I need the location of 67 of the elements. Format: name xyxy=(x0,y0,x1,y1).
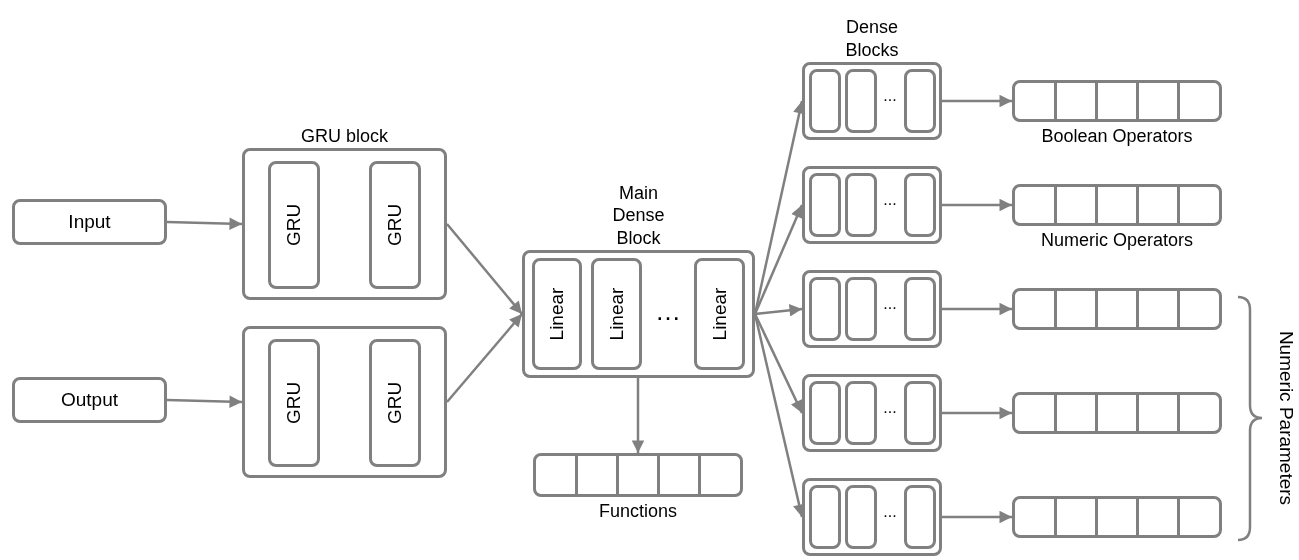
input-box xyxy=(12,199,167,245)
node-label: GRU xyxy=(383,381,407,425)
node-label: Input xyxy=(68,210,111,234)
ellipsis: ... xyxy=(883,190,897,210)
dense-layer xyxy=(845,277,877,341)
arrow xyxy=(166,395,243,408)
arrow xyxy=(942,510,1012,524)
block-heading: Main Dense Block xyxy=(611,181,666,249)
dense-layer xyxy=(904,173,936,237)
dense-block xyxy=(802,166,942,244)
dense-layer xyxy=(904,381,936,445)
gru-unit xyxy=(268,161,320,289)
dense-layer xyxy=(845,173,877,237)
dense-layer xyxy=(809,69,841,133)
group-label: Numeric Parameters xyxy=(1274,330,1298,506)
ellipsis: ... xyxy=(883,398,897,418)
output-vector xyxy=(1012,496,1222,538)
gru-unit xyxy=(369,339,421,467)
vector-caption: Boolean Operators xyxy=(1041,125,1193,148)
dense-layer xyxy=(845,69,877,133)
block-heading: GRU block xyxy=(301,124,388,147)
node-label: GRU xyxy=(282,381,306,425)
gru-unit xyxy=(369,161,421,289)
vector-caption: Numeric Operators xyxy=(1041,229,1193,252)
arrow xyxy=(942,406,1012,420)
dense-block xyxy=(802,478,942,556)
dense-layer xyxy=(809,173,841,237)
arrow xyxy=(166,217,243,230)
node-label: Linear xyxy=(604,287,628,341)
arrow xyxy=(631,378,645,453)
dense-layer xyxy=(845,381,877,445)
dense-block xyxy=(802,270,942,348)
gru-unit xyxy=(268,339,320,467)
node-label: Linear xyxy=(545,287,569,341)
ellipsis: ... xyxy=(883,86,897,106)
block-heading: Dense Blocks xyxy=(844,16,900,61)
ellipsis: … xyxy=(655,294,681,327)
dense-layer xyxy=(904,69,936,133)
dense-block xyxy=(802,374,942,452)
linear-layer xyxy=(591,258,642,370)
vector-caption: Functions xyxy=(599,500,677,523)
output-vector xyxy=(1012,288,1222,330)
output-box xyxy=(12,377,167,423)
node-label: GRU xyxy=(383,203,407,247)
linear-layer xyxy=(694,258,745,370)
dense-layer xyxy=(809,485,841,549)
output-vector xyxy=(1012,392,1222,434)
dense-layer xyxy=(845,485,877,549)
node-label: Linear xyxy=(707,287,731,341)
arrow xyxy=(754,304,803,317)
arrow xyxy=(942,94,1012,108)
linear-layer xyxy=(532,258,582,370)
dense-layer xyxy=(904,485,936,549)
ellipsis: ... xyxy=(883,294,897,314)
node-label: GRU xyxy=(282,203,306,247)
arrow xyxy=(942,302,1012,316)
node-label: Output xyxy=(61,388,118,412)
dense-layer xyxy=(809,381,841,445)
arrow xyxy=(753,204,804,315)
dense-layer xyxy=(809,277,841,341)
gru-block xyxy=(242,326,447,478)
arrow xyxy=(446,313,523,403)
ellipsis: ... xyxy=(883,502,897,522)
arrow xyxy=(942,198,1012,212)
dense-layer xyxy=(904,277,936,341)
arrow xyxy=(446,223,523,315)
arrow xyxy=(753,313,804,414)
